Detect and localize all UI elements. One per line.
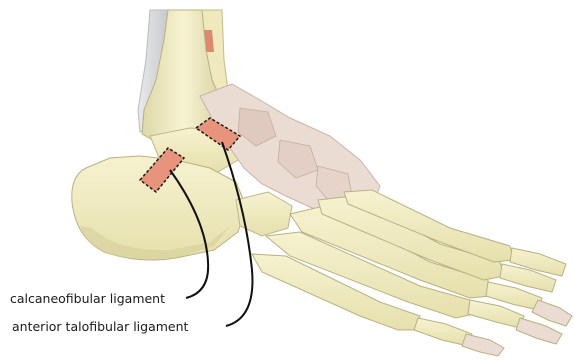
cuboid-bone — [236, 192, 292, 236]
anterior-talofibular-label: anterior talofibular ligament — [12, 319, 189, 334]
calcaneofibular-label: calcaneofibular ligament — [10, 291, 165, 306]
